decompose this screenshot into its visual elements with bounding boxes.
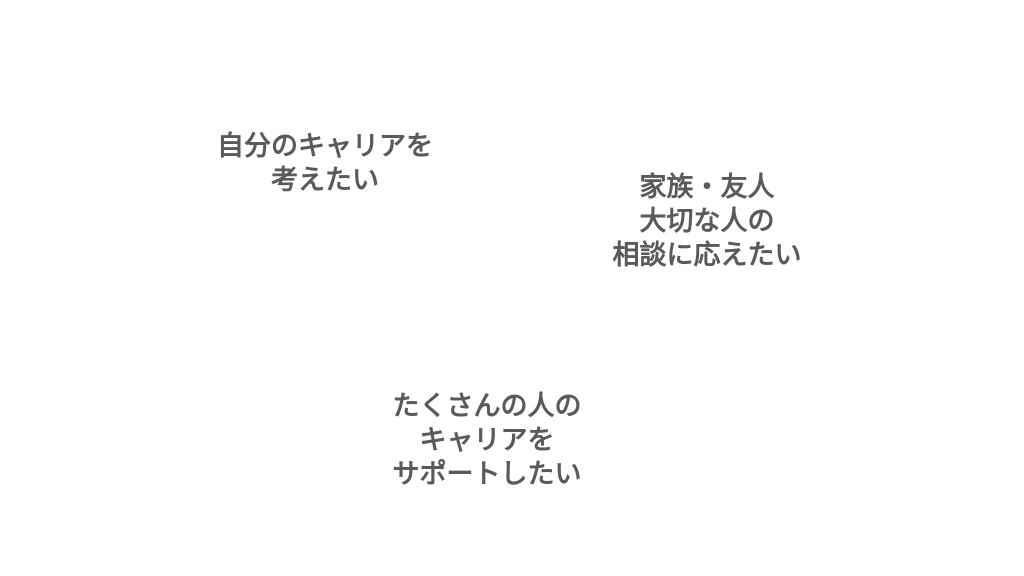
text-line: キャリアを <box>419 425 555 456</box>
text-block-family-friends: 家族・友人 大切な人の 相談に応えたい <box>613 171 802 273</box>
text-line: 大切な人の <box>639 206 775 237</box>
text-line: 相談に応えたい <box>612 240 802 271</box>
text-line: 自分のキャリアを <box>217 131 433 162</box>
text-line: サポートしたい <box>392 459 582 490</box>
text-block-own-career: 自分のキャリアを 考えたい <box>217 130 433 198</box>
text-block-support-many: たくさんの人の キャリアを サポートしたい <box>393 390 582 492</box>
text-line: 家族・友人 <box>639 172 775 203</box>
text-line: 考えたい <box>271 165 379 196</box>
text-line: たくさんの人の <box>392 391 582 422</box>
